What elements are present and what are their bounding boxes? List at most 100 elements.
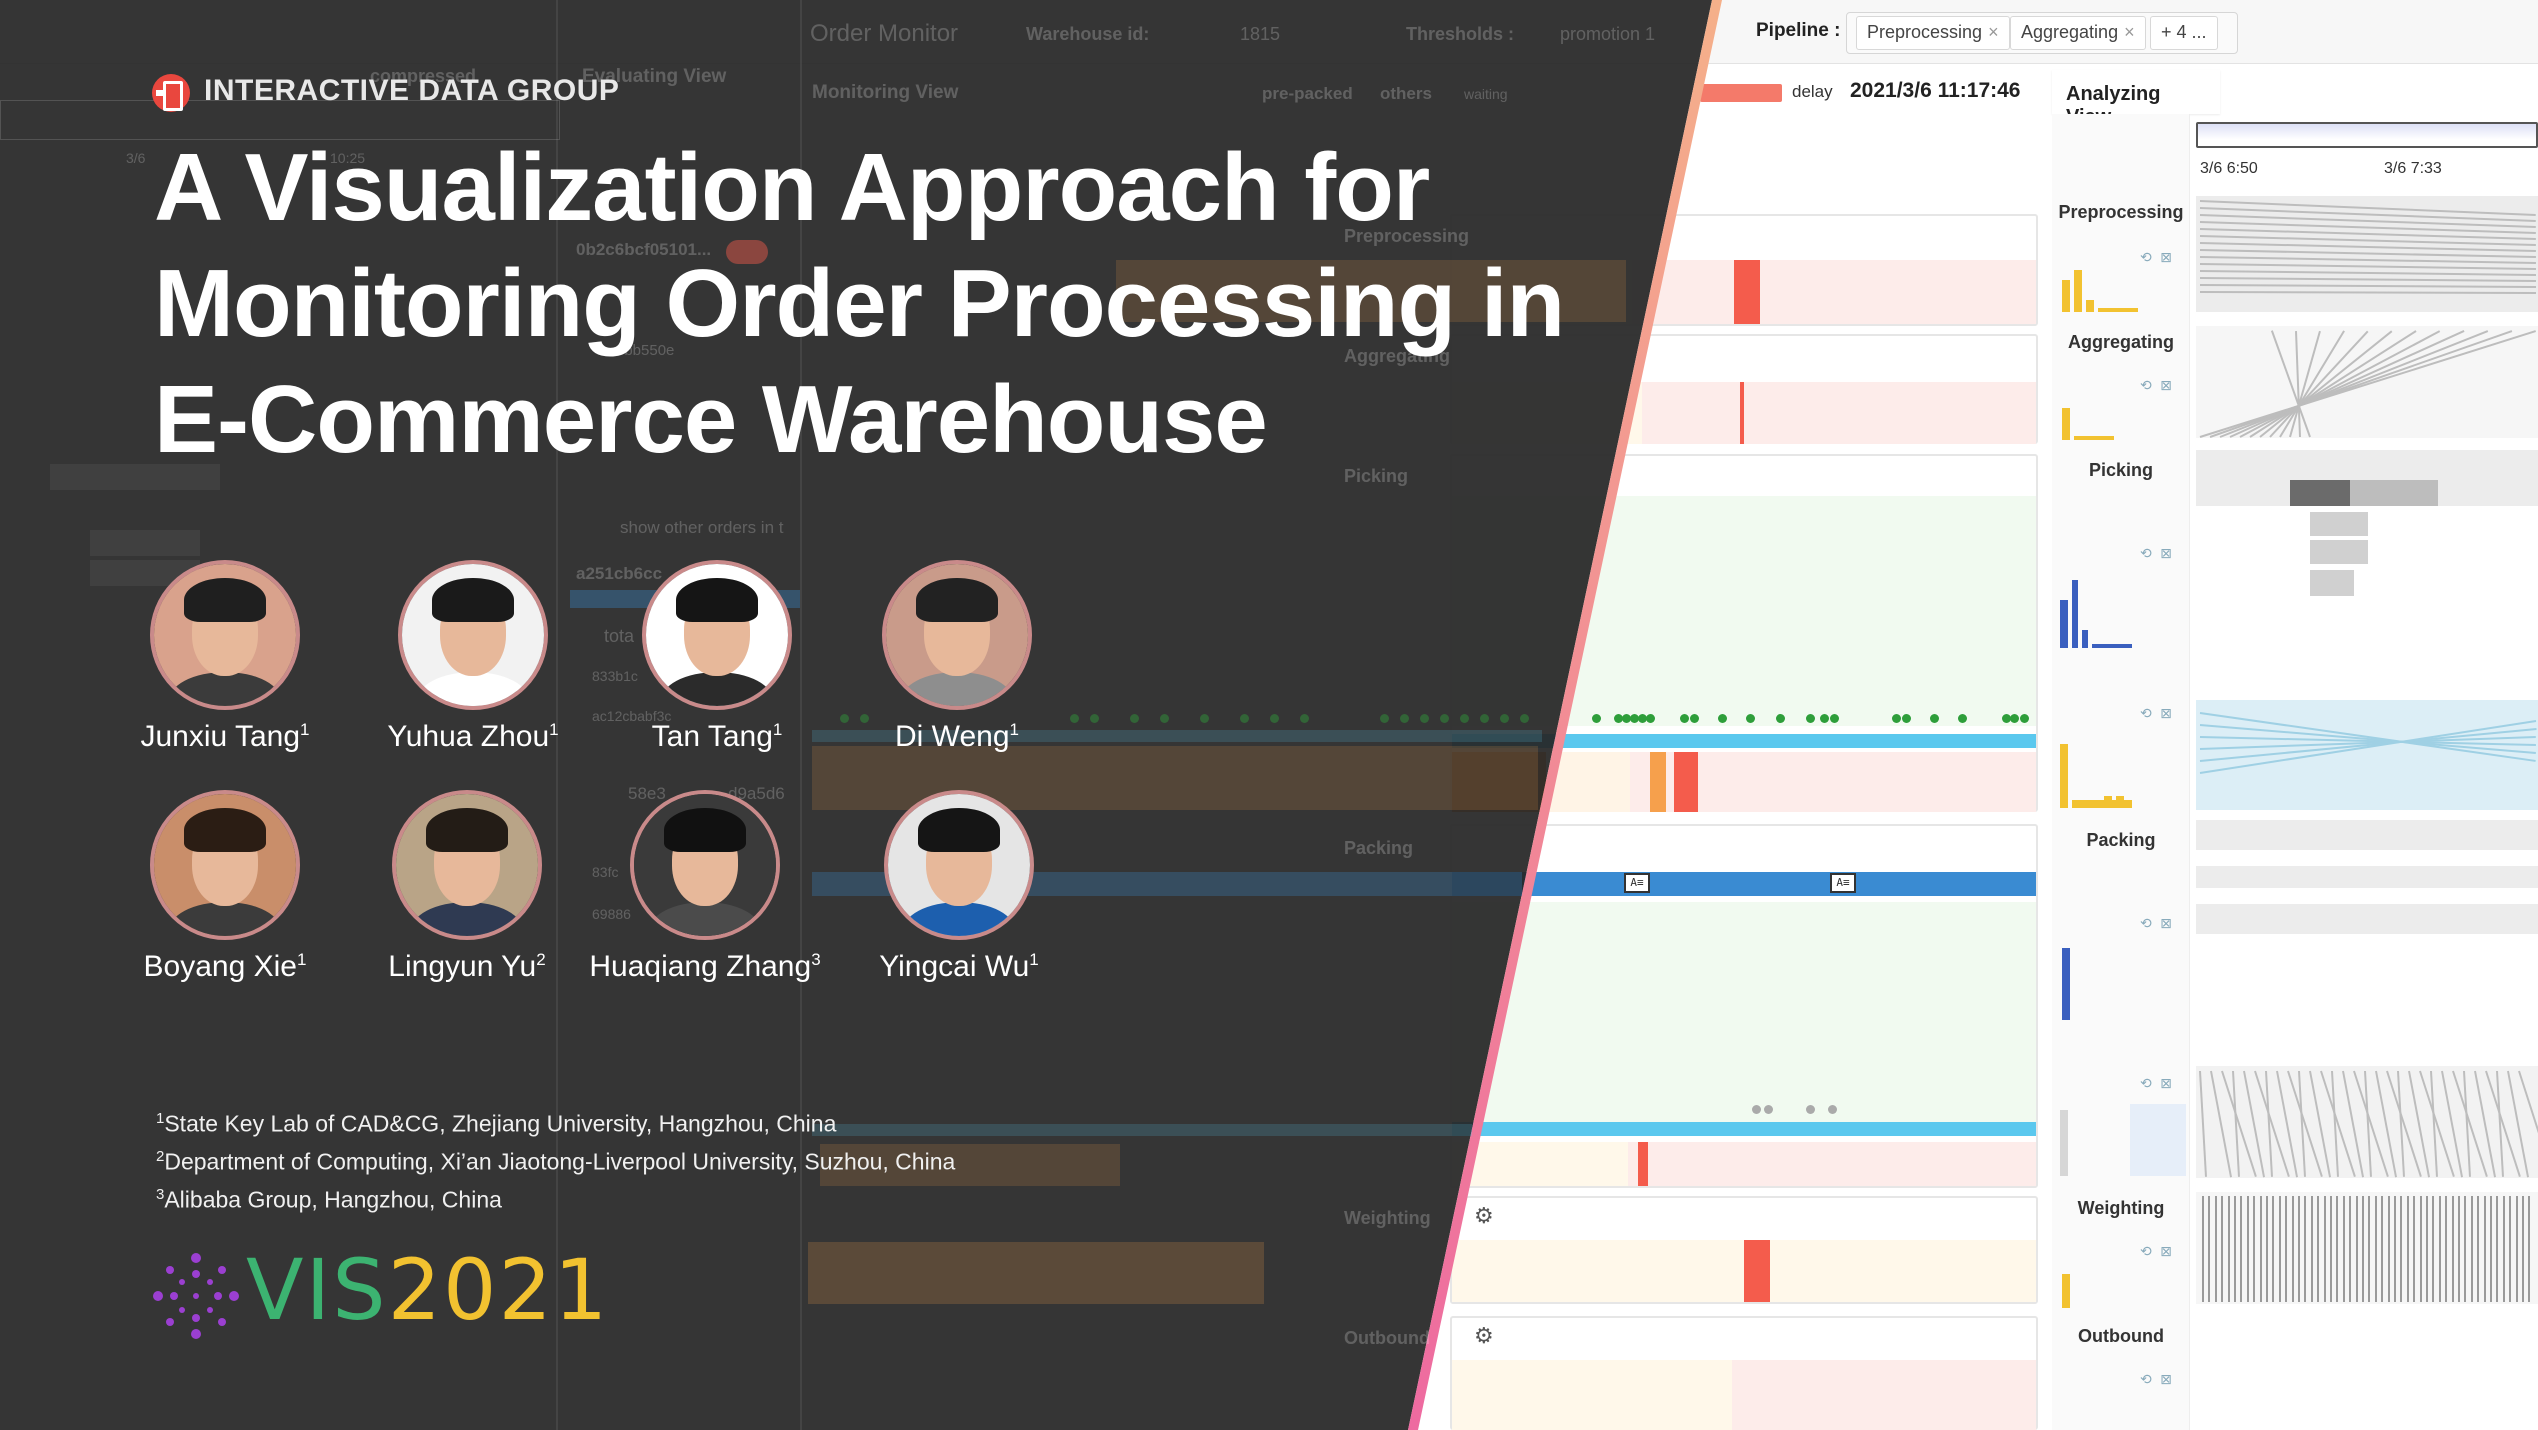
- flow-line: [2406, 1196, 2409, 1302]
- order-dot[interactable]: [1892, 714, 1901, 723]
- ghost-legend-others: others: [1380, 84, 1432, 103]
- ghost-stage-label: Picking: [1344, 466, 1409, 486]
- monitor-panel-weighting: [1450, 1196, 2038, 1304]
- flow-line: [2362, 1196, 2364, 1302]
- author-name: Junxiu Tang1: [140, 720, 310, 753]
- flow-line: [2246, 1196, 2249, 1302]
- ghost-warehouse-value: 1815: [1240, 24, 1281, 44]
- bar-packing: [2196, 820, 2538, 850]
- order-dot[interactable]: [1820, 714, 1829, 723]
- order-dot-dimmed: [1460, 714, 1469, 723]
- flow-line: [2342, 1196, 2345, 1302]
- ghost-evaluating-view: Evaluating View: [582, 66, 727, 87]
- flow-line: [2266, 1196, 2268, 1302]
- order-dot[interactable]: [1680, 714, 1689, 723]
- note-icon[interactable]: A≡: [1624, 873, 1650, 893]
- ghost-order-id: 833b1c: [592, 668, 638, 684]
- flow-line: [2464, 1196, 2467, 1302]
- flow-line: [2496, 1196, 2499, 1302]
- conference-year: 2021: [387, 1241, 610, 1339]
- gear-icon[interactable]: ⚙: [1474, 1204, 1494, 1229]
- affiliation: 1State Key Lab of CAD&CG, Zhejiang Unive…: [156, 1110, 837, 1137]
- flow-line: [2336, 1196, 2339, 1302]
- flow-line: [2509, 1196, 2512, 1302]
- pipeline-more-tag[interactable]: + 4 ...: [2150, 16, 2218, 50]
- order-dot[interactable]: [1806, 714, 1815, 723]
- flow-line: [2502, 1196, 2505, 1302]
- order-dot-dimmed: [1160, 714, 1169, 723]
- bar-packing-2: [2196, 866, 2538, 888]
- order-dot[interactable]: [2010, 714, 2019, 723]
- order-dot-dimmed: [1270, 714, 1279, 723]
- order-dot[interactable]: [2002, 714, 2011, 723]
- note-icon[interactable]: A≡: [1830, 873, 1856, 893]
- order-dot[interactable]: [1690, 714, 1699, 723]
- order-dot-dimmed: [860, 714, 869, 723]
- order-dot[interactable]: [1930, 714, 1939, 723]
- stage-controls-icon[interactable]: ⟲ ⊠: [2140, 706, 2174, 722]
- order-dot[interactable]: [1718, 714, 1727, 723]
- order-dot-dimmed: [1200, 714, 1209, 723]
- analyzing-time-axis[interactable]: [2196, 122, 2538, 148]
- order-dot-dimmed: [840, 714, 849, 723]
- order-dot-dimmed: [1240, 714, 1249, 723]
- ghost-stage-label: Weighting: [1344, 1208, 1431, 1228]
- conference-prefix: VIS: [246, 1241, 388, 1339]
- flow-line: [2298, 1196, 2300, 1302]
- time-tick: 3/6 7:33: [2384, 160, 2442, 177]
- conference-logo: VIS2021: [246, 1242, 609, 1338]
- author-photo: [882, 560, 1032, 710]
- gear-icon[interactable]: ⚙: [1474, 1324, 1494, 1349]
- monitor-panel-outbound: [1450, 1316, 2038, 1430]
- flow-line: [2368, 1196, 2371, 1302]
- pipeline-tag-preprocessing[interactable]: Preprocessing×: [1856, 16, 2010, 50]
- order-dot[interactable]: [1592, 714, 1601, 723]
- order-dot[interactable]: [2020, 714, 2029, 723]
- flow-line: [2522, 1196, 2524, 1302]
- author-photo: [884, 790, 1034, 940]
- flow-line: [2426, 1196, 2428, 1302]
- ghost-order-id: 8bb550e: [616, 342, 675, 359]
- author-name: Di Weng1: [895, 720, 1019, 753]
- delay-legend-label: delay: [1792, 82, 1833, 101]
- order-dot[interactable]: [1902, 714, 1911, 723]
- flow-line: [2272, 1196, 2275, 1302]
- stage-controls-icon[interactable]: ⟲ ⊠: [2140, 378, 2174, 394]
- author-photo: [642, 560, 792, 710]
- monitor-panel-packing: [1450, 824, 2038, 1188]
- ana-stage-aggregating: Aggregating: [2068, 332, 2174, 352]
- order-dot-dimmed: [1090, 714, 1099, 723]
- affiliation: 3Alibaba Group, Hangzhou, China: [156, 1186, 502, 1213]
- order-dot[interactable]: [1958, 714, 1967, 723]
- order-dot-dimmed: [1400, 714, 1409, 723]
- order-dot[interactable]: [1646, 714, 1655, 723]
- order-dot[interactable]: [1776, 714, 1785, 723]
- stage-controls-icon[interactable]: ⟲ ⊠: [2140, 250, 2174, 266]
- order-dot[interactable]: [1746, 714, 1755, 723]
- pipeline-tag-aggregating[interactable]: Aggregating×: [2010, 16, 2146, 50]
- ghost-left-tick: 3/6: [126, 150, 146, 166]
- interactive-data-group-logo: [152, 74, 190, 112]
- author-name: Boyang Xie1: [143, 950, 307, 983]
- flow-line: [2432, 1196, 2435, 1302]
- pipeline-label: Pipeline :: [1756, 20, 1841, 41]
- flow-line: [2349, 1196, 2352, 1302]
- order-dot[interactable]: [1830, 714, 1839, 723]
- stage-controls-icon[interactable]: ⟲ ⊠: [2140, 916, 2174, 932]
- stage-controls-icon[interactable]: ⟲ ⊠: [2140, 1372, 2174, 1388]
- stage-controls-icon[interactable]: ⟲ ⊠: [2140, 1244, 2174, 1260]
- stage-controls-icon[interactable]: ⟲ ⊠: [2140, 546, 2174, 562]
- flow-line: [2394, 1196, 2396, 1302]
- stage-controls-icon[interactable]: ⟲ ⊠: [2140, 1076, 2174, 1092]
- flow-line: [2240, 1196, 2243, 1302]
- flow-line: [2419, 1196, 2422, 1302]
- order-dot-dimmed: [1520, 714, 1529, 723]
- flow-line: [2304, 1196, 2307, 1302]
- author-photo: [392, 790, 542, 940]
- flow-line: [2374, 1196, 2377, 1302]
- ghost-order-id: 69886: [592, 906, 631, 922]
- flow-outbound: [2196, 1192, 2538, 1304]
- ghost-stage-label: Packing: [1344, 838, 1414, 858]
- ghost-show-other-orders: show other orders in t: [620, 518, 784, 537]
